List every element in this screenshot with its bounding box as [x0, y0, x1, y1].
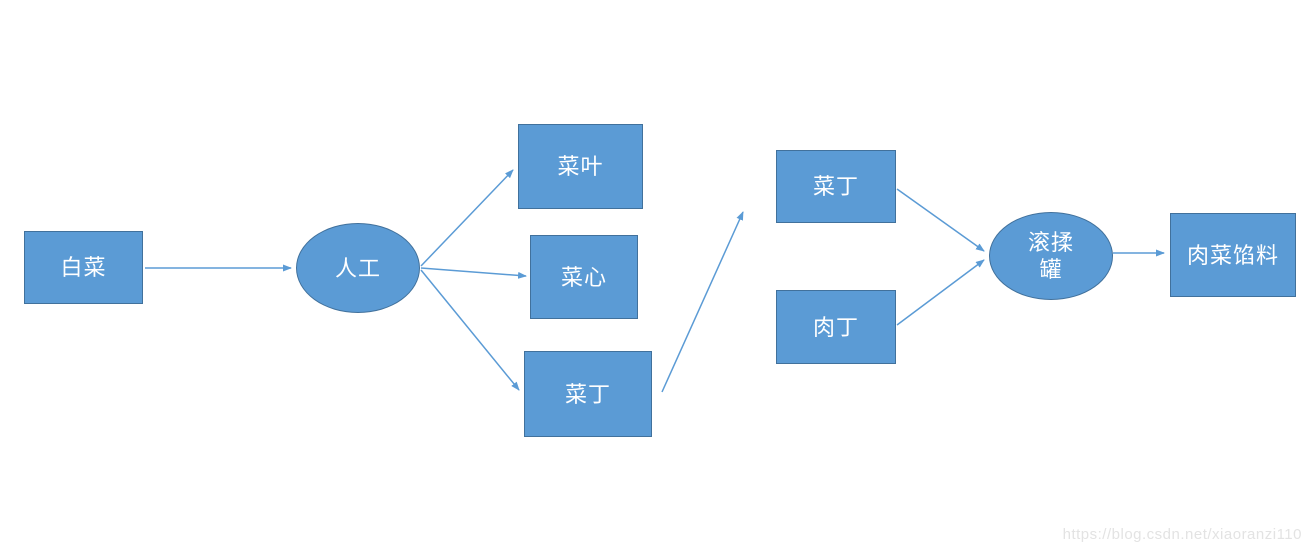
node-label: 肉丁	[812, 314, 859, 340]
node-label: 罐	[1039, 257, 1063, 282]
node-label: 人工	[334, 255, 381, 281]
node-label: 菜丁	[812, 174, 859, 199]
node-diced-veg-2: 菜丁	[776, 150, 896, 223]
node-diced-meat: 肉丁	[776, 290, 896, 364]
edge-diced-veg-to-diced-veg	[661, 211, 744, 393]
node-label: 菜叶	[557, 154, 604, 179]
node-heart: 菜心	[530, 235, 638, 319]
node-label: 白菜	[60, 255, 107, 280]
csdn-watermark: https://blog.csdn.net/xiaoranzi110	[1062, 526, 1302, 543]
node-label: 菜心	[560, 264, 607, 290]
node-leaves: 菜叶	[518, 124, 643, 209]
edge-manual-to-leaves	[420, 169, 514, 267]
node-tumbler-tank: 滚揉罐	[989, 212, 1113, 300]
node-cabbage: 白菜	[24, 231, 143, 304]
node-label: 肉菜馅料	[1186, 242, 1279, 268]
node-meat-veg-filling: 肉菜馅料	[1170, 213, 1296, 297]
edge-diced-meat-to-tumbler	[896, 259, 985, 326]
node-label: 滚揉	[1027, 230, 1074, 255]
node-diced-veg-1: 菜丁	[524, 351, 652, 437]
edge-manual-to-diced-veg	[420, 269, 520, 391]
node-label: 菜丁	[564, 381, 611, 407]
edge-manual-to-heart	[420, 267, 527, 279]
node-manual-labor: 人工	[296, 223, 420, 313]
edge-diced-veg-to-tumbler	[896, 188, 985, 252]
